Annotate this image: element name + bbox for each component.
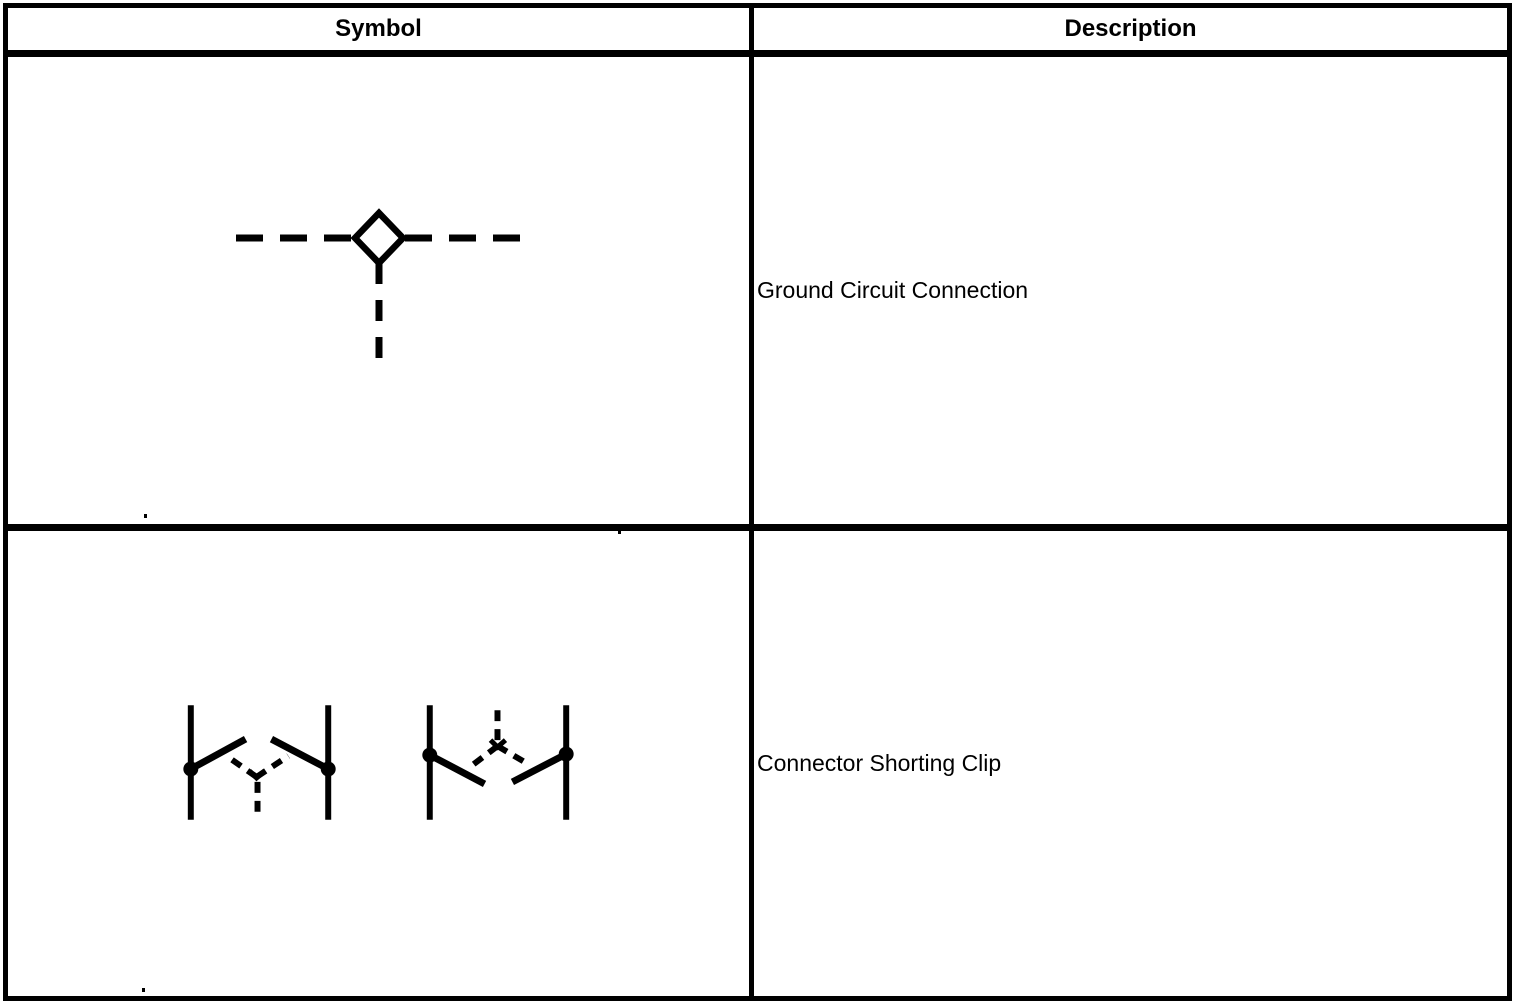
description-cell: Ground Circuit Connection	[757, 277, 1029, 303]
table-row: Ground Circuit Connection	[8, 57, 1507, 531]
table-row: Connector Shorting Clip	[8, 531, 1507, 996]
scan-speck	[144, 514, 147, 518]
column-header-symbol: Symbol	[8, 8, 754, 50]
clip-variant-up	[183, 705, 336, 820]
ground-circuit-connection-icon	[236, 208, 520, 373]
connector-shorting-clip-icon	[183, 705, 574, 820]
symbol-cell	[8, 57, 754, 524]
clip-variant-down	[422, 705, 574, 820]
description-cell: Connector Shorting Clip	[757, 750, 1002, 776]
column-header-description: Description	[1064, 15, 1197, 42]
symbols-legend-table: Symbol Description Ground Circuit Connec…	[3, 3, 1512, 1001]
scan-speck	[606, 53, 609, 57]
junction-chevron-icon	[488, 738, 508, 751]
header-row: Symbol Description	[8, 8, 1507, 57]
junction-chevron-icon	[247, 769, 267, 782]
scan-speck	[618, 530, 621, 534]
scan-speck	[142, 988, 145, 992]
symbol-cell	[8, 531, 754, 996]
